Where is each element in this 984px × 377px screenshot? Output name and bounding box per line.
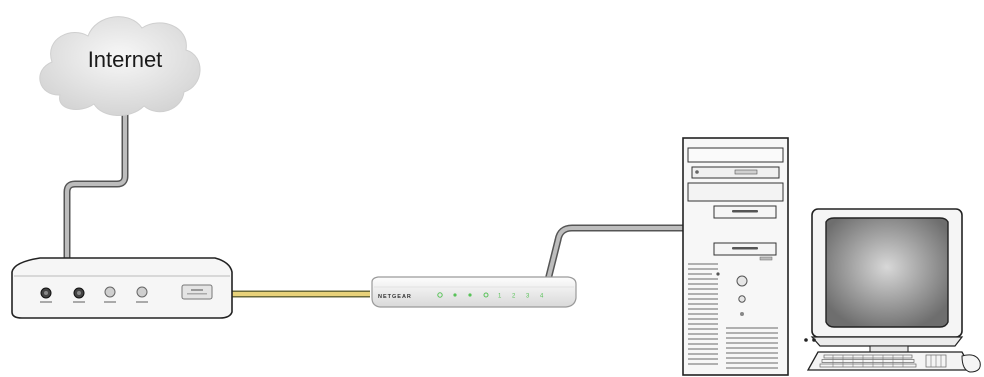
- router-status-led: [453, 293, 456, 296]
- internet-cloud: Internet: [40, 17, 200, 116]
- modem: [12, 258, 232, 318]
- cloud-label: Internet: [88, 47, 163, 72]
- router: NETGEAR 1 2 3 4: [372, 277, 576, 307]
- modem-port-2: [74, 288, 84, 298]
- keyboard: [808, 352, 980, 372]
- cable-router-to-pc: [548, 228, 686, 280]
- activity-led: [740, 312, 744, 316]
- cable-internet-to-modem: [67, 112, 125, 262]
- tower-vent: [688, 264, 718, 364]
- router-wireless-led: [468, 293, 471, 296]
- monitor-screen: [826, 218, 948, 327]
- monitor: [804, 209, 962, 352]
- optical-drive: [688, 148, 783, 162]
- modem-port-4: [137, 287, 147, 297]
- monitor-power-led: [804, 338, 808, 342]
- router-brand: NETGEAR: [378, 294, 412, 300]
- modem-port-3: [105, 287, 115, 297]
- modem-label-plate: [182, 285, 212, 299]
- reset-button: [739, 296, 745, 302]
- modem-port-1: [41, 288, 51, 298]
- power-button: [737, 276, 747, 286]
- desktop-tower: [683, 138, 788, 375]
